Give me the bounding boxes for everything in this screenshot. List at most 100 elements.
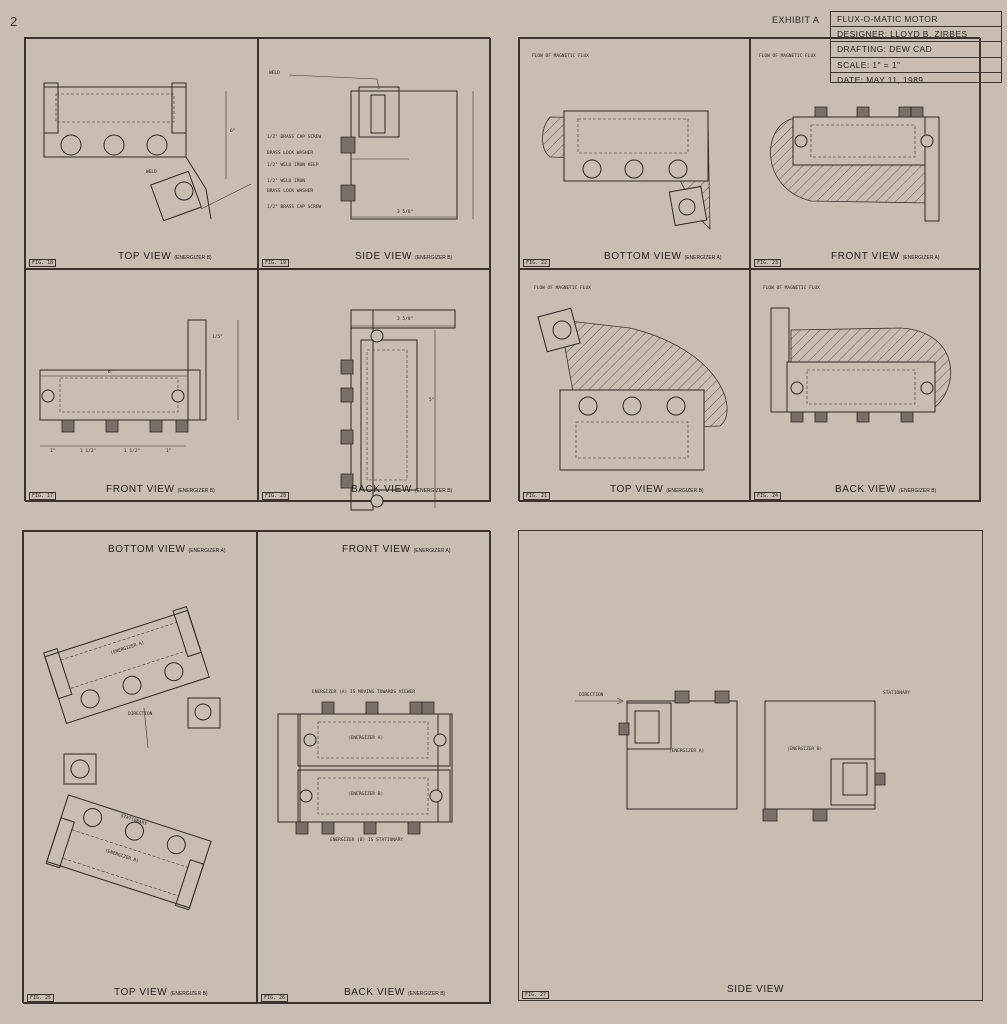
fig27-number: FIG. 27 xyxy=(522,991,550,999)
fig20-nut xyxy=(341,388,353,402)
fig18-drawing xyxy=(26,39,259,270)
fig20-nut xyxy=(341,474,353,488)
fig20-nut xyxy=(341,430,353,444)
panel-assembly-views: (ENERGIZER A) DIRECTION STATIONARY (ENER… xyxy=(22,530,491,1005)
fig20-bolt xyxy=(371,330,383,342)
fig24-core xyxy=(807,370,915,404)
fig20-drawing xyxy=(259,270,492,503)
fig23-number: FIG. 23 xyxy=(754,259,782,267)
fig27-nut xyxy=(763,809,777,821)
fig18-bolt xyxy=(147,135,167,155)
fig17-pole xyxy=(188,320,206,420)
fig27-energizer-a-note: (ENERGIZER A) xyxy=(669,749,705,754)
fig26-frame-left xyxy=(278,714,300,822)
fig24-label-text: BACK VIEW xyxy=(835,484,896,495)
fig18-dim-note: 6" xyxy=(230,129,236,134)
fig19-body xyxy=(351,91,457,219)
fig23-core xyxy=(811,125,915,157)
panel-flux-views: FLOW OF MAGNETIC FLUX BOTTOM VIEW(ENERGI… xyxy=(518,37,981,502)
cell-fig24: FLOW OF MAGNETIC FLUX BACK VIEW(ENERGIZE… xyxy=(750,269,981,502)
fig22-flow-note: FLOW OF MAGNETIC FLUX xyxy=(532,54,589,59)
fig18-cap-right xyxy=(172,83,186,133)
fig21-bolt xyxy=(579,397,597,415)
fig25-direction-note: DIRECTION xyxy=(128,712,153,717)
fig18-bolt xyxy=(104,135,124,155)
fig18-number: FIG. 18 xyxy=(29,259,57,267)
fig19-brass-cap2: 1/2" BRASS CAP SCREW xyxy=(267,205,322,210)
fig18-bolt xyxy=(61,135,81,155)
fig27-nut xyxy=(875,773,885,785)
fig25-bolt xyxy=(81,806,104,829)
fig22-bolt xyxy=(679,199,695,215)
fig18-label-sub: (ENERGIZER B) xyxy=(174,255,212,261)
fig24-nut xyxy=(791,412,803,422)
cell-fig17: 6" 1" 1 1/2" 1 1/2" 1" 1/5" FRONT VIEW(E… xyxy=(25,269,258,502)
fig26-nut xyxy=(408,822,420,834)
fig23-label-text: FRONT VIEW xyxy=(831,251,900,262)
fig24-bolt xyxy=(921,382,933,394)
title-block-scale: SCALE: 1" = 1" xyxy=(831,58,1001,73)
fig26-nut xyxy=(322,822,334,834)
fig27-arrow-head xyxy=(617,698,623,704)
fig17-dim-top-note: 6" xyxy=(108,370,114,375)
fig23-label: FRONT VIEW(ENERGIZER A) xyxy=(831,251,940,262)
fig18-label: TOP VIEW(ENERGIZER B) xyxy=(118,251,212,262)
fig21-number: FIG. 21 xyxy=(523,492,551,500)
cell-fig23: FLOW OF MAGNETIC FLUX FRONT VIEW(ENERGIZ… xyxy=(750,38,981,269)
fig27-energizer-b-note: (ENERGIZER B) xyxy=(787,747,823,752)
fig17-body xyxy=(40,370,200,420)
fig20-bolt xyxy=(371,495,383,507)
fig19-dim-note: 3 5/8" xyxy=(397,210,414,215)
fig27-label: SIDE VIEW xyxy=(727,984,785,995)
fig20-label-text: BACK VIEW xyxy=(351,484,412,495)
fig24-pole xyxy=(771,308,789,412)
fig26-b-core xyxy=(318,778,428,814)
title-block: FLUX-O-MATIC MOTOR DESIGNER: LLOYD B. ZI… xyxy=(830,11,1002,85)
fig19-weld-iron: 1/2" WELD IRON KEEP xyxy=(267,163,319,168)
fig22-number: FIG. 22 xyxy=(523,259,551,267)
fig24-nut xyxy=(815,412,827,422)
fig25-bolt xyxy=(121,674,144,697)
fig26-bolt xyxy=(434,734,446,746)
fig18-label-text: TOP VIEW xyxy=(118,251,172,262)
fig21-bolt xyxy=(623,397,641,415)
title-block-date: DATE: MAY 11, 1989 xyxy=(837,74,924,85)
fig17-drawing xyxy=(26,270,259,503)
fig25-bottom-label-sub: (ENERGIZER A) xyxy=(188,548,226,554)
cell-fig21: FLOW OF MAGNETIC FLUX TOP VIEW(ENERGIZER… xyxy=(519,269,750,502)
fig25-top-label: TOP VIEW(ENERGIZER B) xyxy=(114,987,208,998)
fig23-nut xyxy=(815,107,827,117)
fig18-weld-note: WELD xyxy=(146,170,157,175)
fig27-nut xyxy=(619,723,629,735)
fig27-energizer-a xyxy=(627,701,737,809)
fig27-direction-note: DIRECTION xyxy=(579,693,604,698)
fig18-pole xyxy=(151,171,202,220)
fig17-bolt xyxy=(42,390,54,402)
fig27-b-bolt xyxy=(843,763,867,795)
fig25-a-core xyxy=(61,622,186,688)
fig26-bolt xyxy=(304,734,316,746)
cell-fig20: 3 5/8" 5" BACK VIEW(ENERGIZER B) FIG. 20 xyxy=(258,269,491,502)
fig26-frame-right xyxy=(438,714,452,822)
fig19-label-text: SIDE VIEW xyxy=(355,251,413,262)
fig23-flow-note: FLOW OF MAGNETIC FLUX xyxy=(759,54,816,59)
fig26-front-label-text: FRONT VIEW xyxy=(342,544,411,555)
fig25-bolt xyxy=(163,660,186,683)
fig26-drawing xyxy=(258,532,492,1005)
cell-fig26: ENERGIZER (A) IS MOVING TOWARDS VIEWER (… xyxy=(257,531,491,1004)
fig17-nut xyxy=(176,420,188,432)
fig19-bolt-head xyxy=(371,95,385,133)
fig25-bolt xyxy=(195,704,211,720)
fig20-frame xyxy=(351,310,373,510)
fig26-bolt xyxy=(300,790,312,802)
cell-fig22: FLOW OF MAGNETIC FLUX BOTTOM VIEW(ENERGI… xyxy=(519,38,750,269)
fig22-label: BOTTOM VIEW(ENERGIZER A) xyxy=(604,251,721,262)
fig23-pole xyxy=(925,117,939,221)
fig20-dim-right-note: 5" xyxy=(429,398,435,403)
fig27-drawing xyxy=(519,531,984,1002)
fig19-weld-note: WELD xyxy=(269,71,280,76)
fig19-nut xyxy=(341,137,355,153)
fig23-bolt xyxy=(921,135,933,147)
fig26-front-label: FRONT VIEW(ENERGIZER A) xyxy=(342,544,451,555)
fig25-drawing xyxy=(24,532,258,1005)
